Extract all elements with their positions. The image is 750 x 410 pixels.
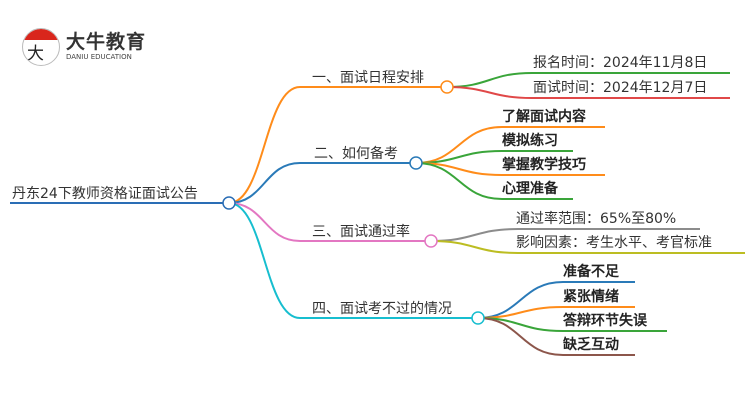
child-connector (477, 317, 564, 356)
child-topic[interactable]: 缺乏互动 (563, 336, 619, 353)
branch-connector (228, 86, 301, 204)
collapse-toggle[interactable] (440, 80, 454, 94)
child-topic[interactable]: 掌握教学技巧 (502, 156, 586, 173)
branch-connector (228, 202, 301, 242)
child-topic[interactable]: 答辩环节失误 (563, 312, 648, 329)
child-topic[interactable]: 模拟练习 (502, 132, 558, 149)
root-topic[interactable]: 丹东24下教师资格证面试公告 (12, 186, 198, 202)
child-connector (430, 228, 519, 242)
child-topic[interactable]: 影响因素：考生水平、考官标准 (516, 235, 712, 251)
collapse-toggle[interactable] (409, 156, 423, 170)
logo-mark: 大牛 (22, 28, 60, 66)
branch-topic[interactable]: 一、面试日程安排 (312, 70, 424, 86)
collapse-toggle[interactable] (471, 311, 485, 325)
logo-subtitle: DANIU EDUCATION (66, 53, 132, 61)
child-connector (415, 162, 503, 200)
child-topic[interactable]: 报名时间：2024年11月8日 (533, 55, 707, 71)
logo-mark-text: 大牛 (27, 44, 44, 64)
child-topic[interactable]: 准备不足 (563, 263, 620, 280)
branch-topic[interactable]: 二、如何备考 (314, 145, 398, 162)
branch-connector (228, 202, 301, 319)
root-collapse-toggle[interactable] (222, 196, 236, 210)
child-topic[interactable]: 心理准备 (502, 180, 559, 197)
child-connector (446, 86, 533, 99)
collapse-toggle[interactable] (424, 234, 438, 248)
branch-connector (228, 162, 301, 204)
child-topic[interactable]: 面试时间：2024年12月7日 (533, 80, 707, 96)
child-connector (430, 240, 519, 254)
child-topic[interactable]: 紧张情绪 (563, 288, 619, 305)
child-topic[interactable]: 了解面试内容 (502, 108, 586, 125)
branch-topic[interactable]: 四、面试考不过的情况 (312, 301, 452, 317)
child-topic[interactable]: 通过率范围：65%至80% (516, 210, 676, 227)
logo-name: 大牛教育 (66, 31, 147, 53)
child-connector (446, 72, 533, 88)
branch-topic[interactable]: 三、面试通过率 (312, 223, 410, 240)
logo: 大牛 大牛教育 DANIU EDUCATION (22, 28, 146, 66)
